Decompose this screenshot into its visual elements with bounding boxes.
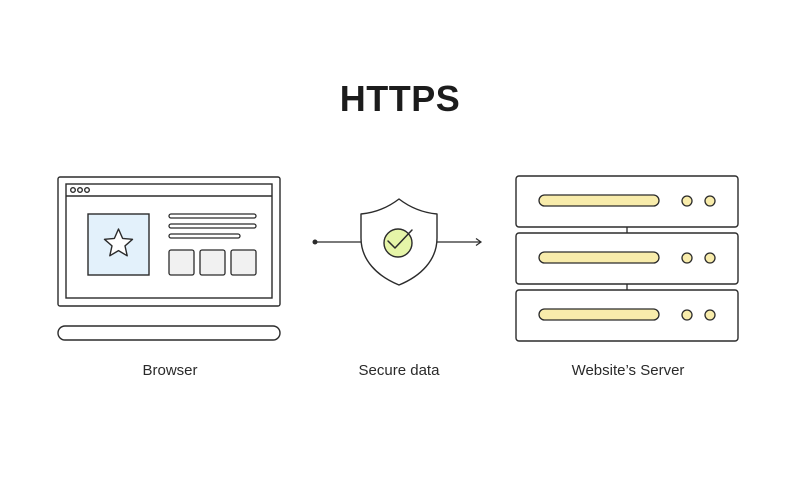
browser-label: Browser [142,362,198,379]
server-unit [515,175,739,228]
image-placeholder [87,213,150,276]
secure-data-label: Secure data [358,362,440,379]
server-unit [515,289,739,342]
thumbnail-tiles [168,249,257,276]
server-unit [515,232,739,285]
text-lines [168,213,257,239]
star-icon [103,228,134,257]
shield-check-icon [360,198,438,286]
server-label: Website’s Server [571,362,685,379]
server-rack-icon [515,175,739,342]
page-title: HTTPS [339,78,461,119]
